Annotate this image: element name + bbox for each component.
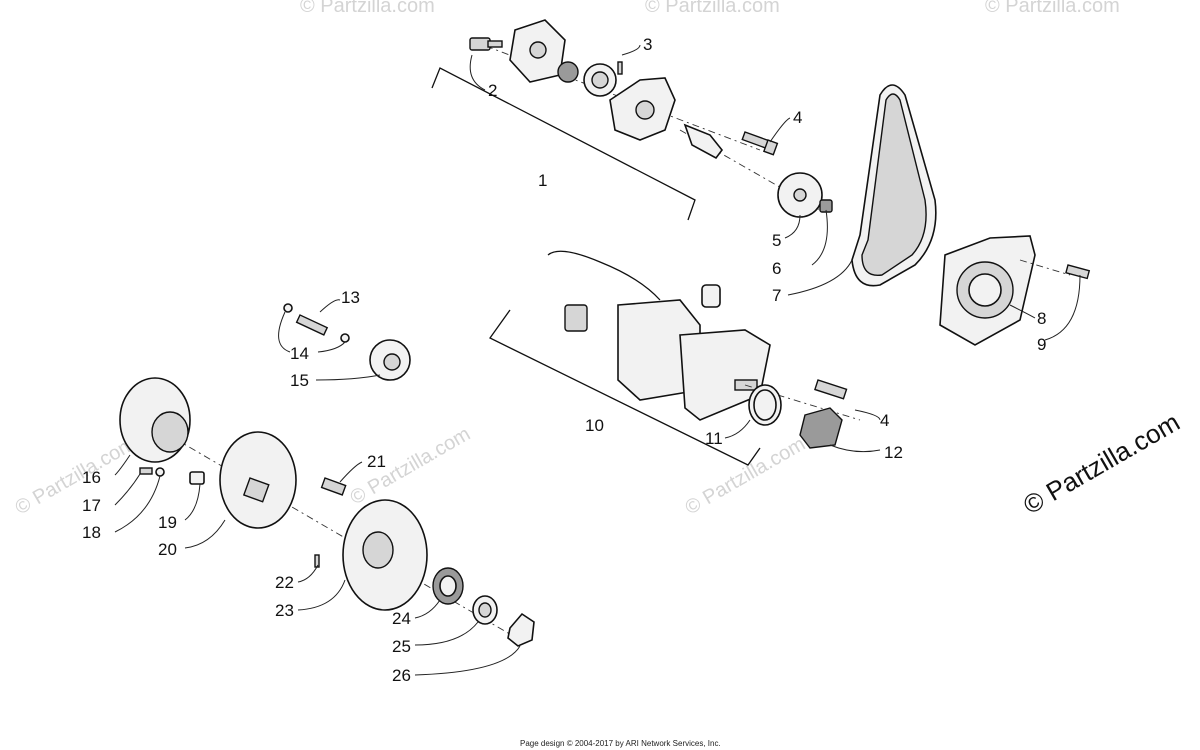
callout-18: 18 [82,523,101,542]
watermark-faint: © Partzilla.com [12,433,140,519]
assembly-bracket [431,67,696,221]
pump-shaft-part [683,123,724,160]
spring-part [139,467,153,475]
watermark-faint: © Partzilla.com [985,0,1120,17]
cam-chain [851,84,937,287]
watermark-brand: © Partzilla.com [1018,407,1185,521]
callout-1: 1 [538,171,547,190]
washer-part [340,333,350,343]
callout-19: 19 [158,513,177,532]
washer-part [283,303,293,313]
one-way-clutch-part [219,431,297,529]
outer-rotor-bore [591,71,609,89]
watermark-faint: © Partzilla.com [347,423,475,509]
oil-pump-assembly [431,19,833,221]
driven-gear-hub [362,531,394,569]
callout-21: 21 [367,452,386,471]
callouts: 1 2 3 4 4 5 6 7 8 9 10 11 12 13 14 14 15… [82,35,1046,685]
bolt-head [762,139,779,156]
callout-7: 7 [772,286,781,305]
chain-inner [861,93,927,277]
callout-26: 26 [392,666,411,685]
callout-14-a: 14 [290,344,309,363]
bolt-part [814,379,848,400]
idler-gear-hub [383,353,401,371]
callout-15: 15 [290,371,309,390]
nut-part [507,612,535,647]
bolt-part [320,477,347,496]
callout-16: 16 [82,468,101,487]
callout-2: 2 [488,81,497,100]
bolt-part [1065,264,1091,280]
connector-part [564,304,588,332]
leader-lines [114,44,1081,676]
terminal-boot-part [701,284,721,308]
key-part [314,554,320,568]
chain-cover-center [968,273,1002,307]
callout-24: 24 [392,609,411,628]
bolt-shank [487,40,503,48]
chain-cover [939,235,1091,346]
starter-wire [547,250,661,301]
callout-11: 11 [705,429,723,448]
roller-part [189,471,205,485]
bearing-inner [439,575,457,597]
o-ring-inner [753,389,777,421]
inner-rotor-part [557,61,579,83]
idler-gear-group [283,303,411,381]
callout-4-top: 4 [793,108,802,127]
bolt-part [741,131,770,149]
callout-12: 12 [884,443,903,462]
callout-17: 17 [82,496,101,515]
bracket-12-part [799,407,843,449]
callout-22: 22 [275,573,294,592]
page-footer: Page design © 2004-2017 by ARI Network S… [520,739,721,748]
callout-8: 8 [1037,309,1046,328]
starter-bracket [489,309,761,466]
callout-9: 9 [1037,335,1046,354]
watermark-faint: © Partzilla.com [682,433,810,519]
callout-25: 25 [392,637,411,656]
callout-3: 3 [643,35,652,54]
callout-5: 5 [772,231,781,250]
plunger-part [155,467,165,477]
callout-20: 20 [158,540,177,559]
callout-13: 13 [341,288,360,307]
pump-body-bore [635,100,655,120]
watermark-faint: © Partzilla.com [300,0,435,17]
callout-6: 6 [772,259,781,278]
washer-inner [478,602,492,618]
sprocket-hub [793,188,807,202]
watermark-faint: © Partzilla.com [645,0,780,17]
callout-23: 23 [275,601,294,620]
bolt-part [469,37,491,51]
callout-10: 10 [585,416,604,435]
pump-cover-bore [529,41,547,59]
flywheel-boss [151,411,189,453]
callout-4-bottom: 4 [880,411,889,430]
starter-motor [489,250,861,466]
pin-part [617,61,623,75]
idler-shaft-part [295,314,329,336]
clutch-center [242,477,270,503]
starter-clutch-group [119,377,535,647]
